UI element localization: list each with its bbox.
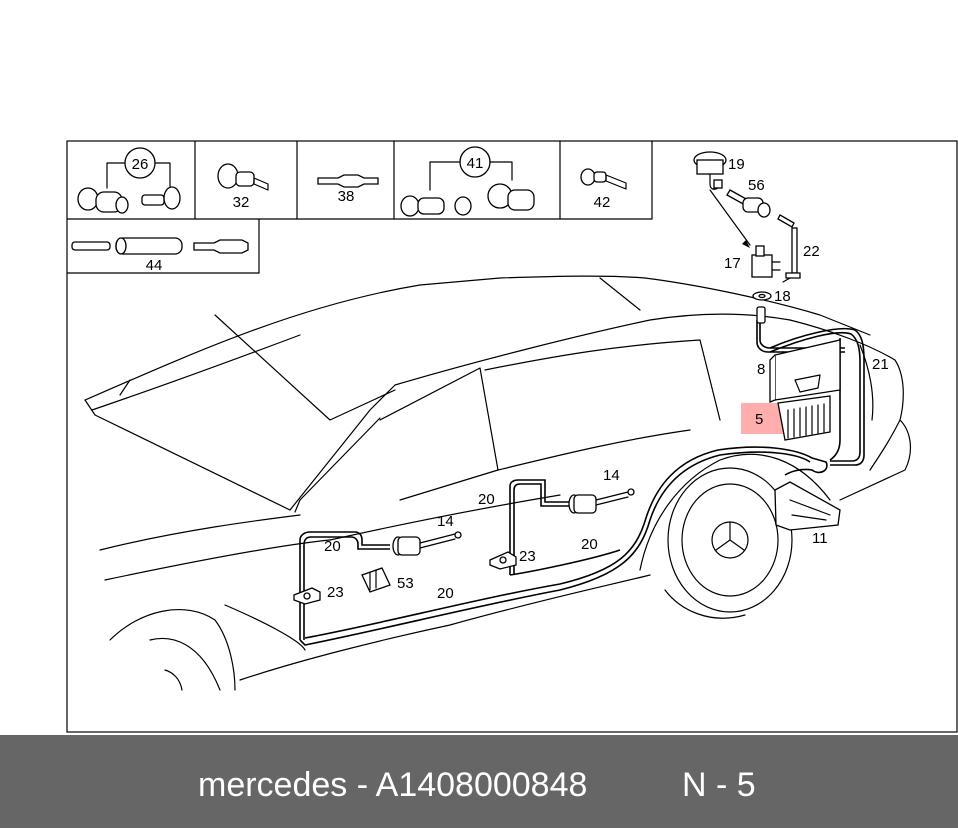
callout-11: 11 <box>812 530 828 547</box>
part-23-clip-rear <box>489 551 517 570</box>
inset-label-44: 44 <box>146 257 163 274</box>
part-22-hose <box>777 214 801 283</box>
footer-bar: mercedes - A1408000848 N - 5 <box>0 735 958 828</box>
vacuum-lines <box>299 320 865 646</box>
part-19-valve <box>693 151 751 248</box>
position-label: N - 5 <box>682 766 756 804</box>
callout-20-a: 20 <box>478 491 495 508</box>
inset-row-top <box>66 140 653 274</box>
car-body <box>84 275 912 691</box>
inset-44: 44 <box>71 237 249 274</box>
callout-5: 5 <box>755 411 763 428</box>
callout-22: 22 <box>803 243 820 260</box>
callout-21: 21 <box>872 356 889 373</box>
inset-label-26: 26 <box>132 156 149 173</box>
callout-14-rear: 14 <box>603 467 620 484</box>
part-number: A1408000848 <box>375 766 588 804</box>
callout-18: 18 <box>774 288 791 305</box>
footer-part-info: mercedes - A1408000848 <box>198 735 587 828</box>
inset-41: 41 <box>400 146 535 217</box>
callout-20-d: 20 <box>437 585 454 602</box>
separator: - <box>356 766 369 804</box>
inset-42: 42 <box>580 168 627 211</box>
callout-14-front: 14 <box>437 513 454 530</box>
part-53-holder <box>361 567 391 593</box>
inset-26: 26 <box>77 147 181 214</box>
inset-label-42: 42 <box>594 194 611 211</box>
callout-17: 17 <box>724 255 741 272</box>
callout-56: 56 <box>748 177 765 194</box>
inset-38: 38 <box>317 174 379 205</box>
part-23-clip-front <box>293 587 321 605</box>
inset-32: 32 <box>217 163 269 211</box>
callout-53: 53 <box>397 575 414 592</box>
inset-label-32: 32 <box>233 194 250 211</box>
callout-20-c: 20 <box>581 536 598 553</box>
callout-labels: 19 56 22 17 18 21 8 5 11 14 14 20 20 20 … <box>324 156 889 602</box>
part-18-washer <box>752 291 772 324</box>
inset-label-38: 38 <box>338 188 355 205</box>
callout-20-b: 20 <box>324 538 341 555</box>
parts-diagram: 26 32 38 41 42 <box>66 140 958 733</box>
part-5-relay-module <box>777 395 831 441</box>
part-17-switch <box>751 245 781 278</box>
callout-23-rear: 23 <box>519 548 536 565</box>
callout-23-front: 23 <box>327 584 344 601</box>
brand-name: mercedes <box>198 766 348 804</box>
callout-8: 8 <box>757 361 765 378</box>
callout-19: 19 <box>728 156 745 173</box>
part-14-actuator-front <box>392 531 462 556</box>
inset-label-41: 41 <box>467 155 484 172</box>
part-14-actuator-rear <box>568 488 635 514</box>
part-11-bracket <box>774 481 841 531</box>
diagram-frame <box>66 140 958 733</box>
part-8-control-unit <box>769 339 841 403</box>
part-56-connector <box>726 189 771 218</box>
